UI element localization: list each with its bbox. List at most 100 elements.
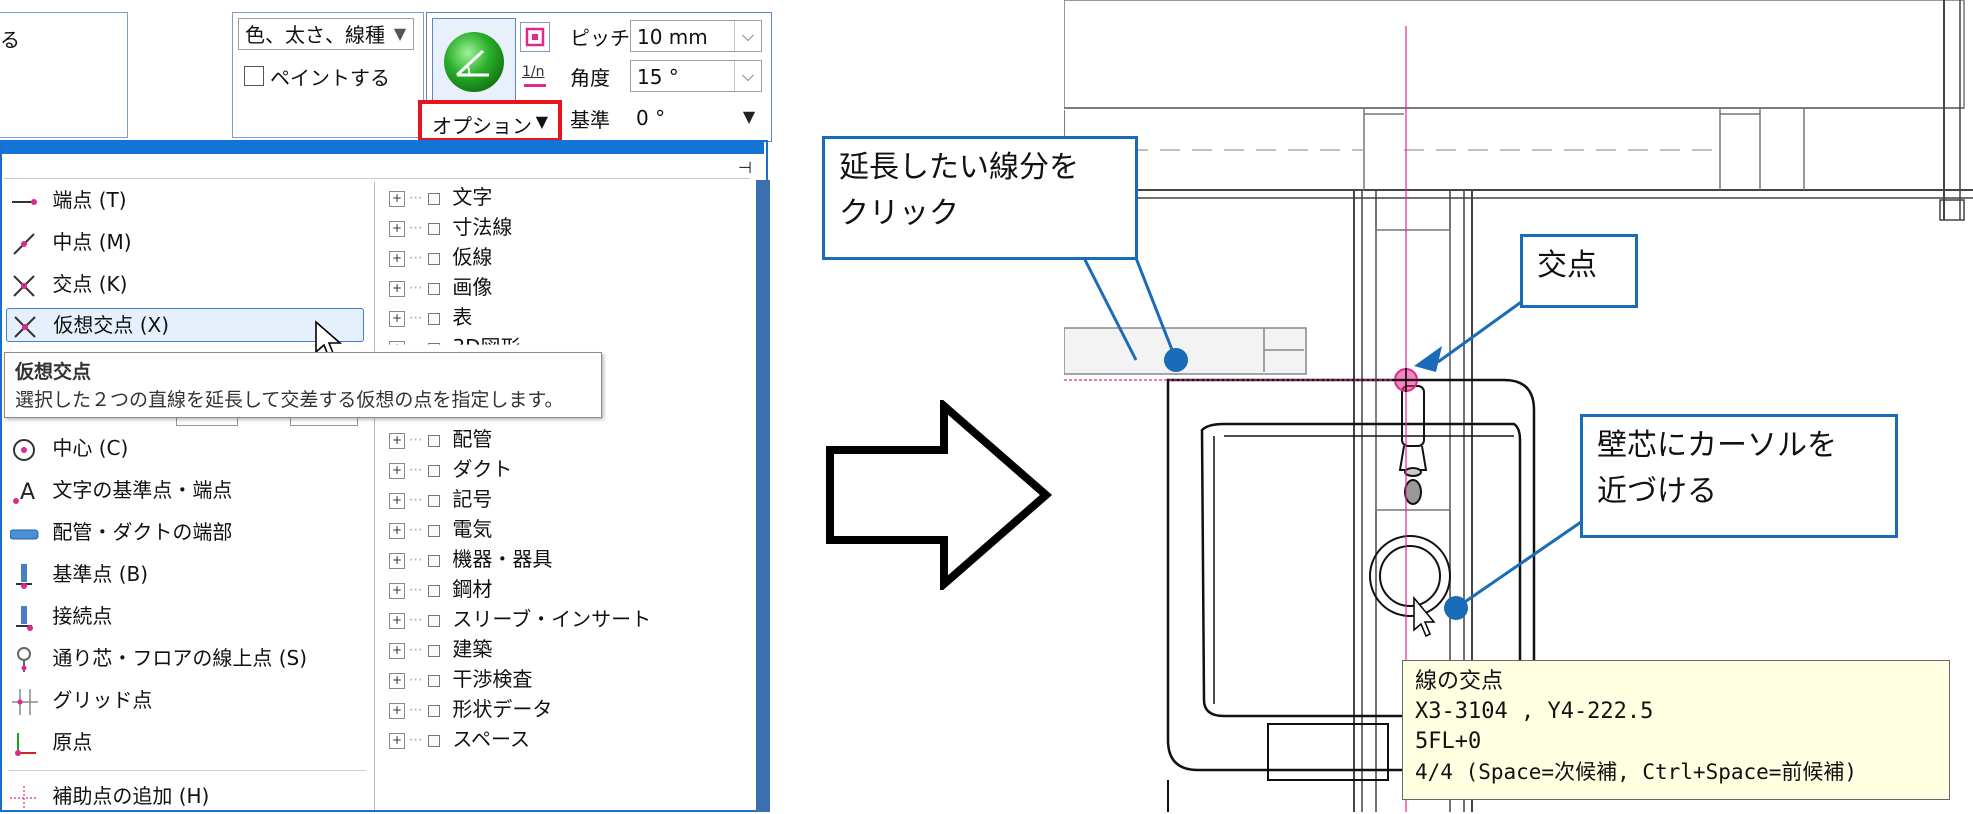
tree-item[interactable]: +···配管 xyxy=(389,424,492,456)
tree-item-label: スペース xyxy=(452,727,530,751)
layer-checkbox[interactable] xyxy=(428,434,441,447)
expand-icon[interactable]: + xyxy=(389,280,405,297)
layer-checkbox[interactable] xyxy=(428,312,441,325)
tree-item[interactable]: +···表 xyxy=(389,302,472,334)
expand-icon[interactable]: + xyxy=(389,672,405,689)
snap-item-label: 端点 (T) xyxy=(52,188,127,212)
expand-icon[interactable]: + xyxy=(389,250,405,267)
expand-icon[interactable]: + xyxy=(389,582,405,599)
angle-combo[interactable]: 15 ° ⌵ xyxy=(630,60,762,92)
expand-icon[interactable]: + xyxy=(389,462,405,479)
tree-item[interactable]: +···鋼材 xyxy=(389,574,492,606)
snap-item-text-point[interactable]: A 文字の基準点・端点 xyxy=(10,472,366,508)
angle-label: 角度 xyxy=(570,66,610,90)
expand-icon[interactable]: + xyxy=(389,220,405,237)
tree-item[interactable]: +···3D図形 xyxy=(389,332,520,345)
tree-item[interactable]: + ··· 形状データ xyxy=(389,694,552,726)
angle-mode-button[interactable] xyxy=(432,18,516,102)
tree-item[interactable]: +···記号 xyxy=(389,484,492,516)
tree-item-label: 形状データ xyxy=(452,697,553,721)
expand-icon[interactable]: + xyxy=(389,612,405,629)
option-button[interactable]: オプション ▼ xyxy=(418,100,562,142)
tree-item[interactable]: +···仮線 xyxy=(389,242,492,274)
layer-checkbox[interactable] xyxy=(428,464,441,477)
tree-item[interactable]: +···画像 xyxy=(389,272,492,304)
tree-item[interactable]: +···干渉検査 xyxy=(389,664,532,696)
tree-item-label: 寸法線 xyxy=(452,215,513,239)
tooltip-title: 仮想交点 xyxy=(15,361,92,383)
tree-item[interactable]: +···ダクト xyxy=(389,454,512,486)
snap-item-origin[interactable]: 原点 xyxy=(10,724,366,760)
pin-icon[interactable]: ⊣ xyxy=(738,158,752,177)
grid-point-icon xyxy=(12,688,38,715)
expand-icon[interactable]: + xyxy=(389,642,405,659)
layer-checkbox[interactable] xyxy=(428,554,441,567)
partial-text: る xyxy=(0,28,20,52)
tree-connector: ··· xyxy=(409,612,423,629)
snap-item-grid-line-point[interactable]: 通り芯・フロアの線上点 (S) xyxy=(10,640,366,676)
expand-icon[interactable]: + xyxy=(389,340,405,345)
layer-checkbox[interactable] xyxy=(428,674,441,687)
expand-icon[interactable]: + xyxy=(389,552,405,569)
origin-icon xyxy=(15,732,36,756)
layer-checkbox[interactable] xyxy=(428,342,441,345)
layer-checkbox[interactable] xyxy=(428,644,441,657)
layer-checkbox[interactable] xyxy=(428,222,441,235)
base-combo[interactable]: 0 ° ▼ xyxy=(630,102,762,134)
paint-checkbox[interactable] xyxy=(244,66,264,86)
style-combo-value: 色、太さ、線種 xyxy=(245,23,385,47)
layer-checkbox[interactable] xyxy=(428,704,441,717)
add-aux-label: 補助点の追加 (H) xyxy=(52,784,210,808)
callout-cursor-wall-center: 壁芯にカーソルを 近づける xyxy=(1580,414,1898,538)
layer-checkbox[interactable] xyxy=(428,584,441,597)
snap-item-base-point[interactable]: 基準点 (B) xyxy=(10,556,366,592)
layer-checkbox[interactable] xyxy=(428,734,441,747)
tree-item[interactable]: +···機器・器具 xyxy=(389,544,552,576)
layer-checkbox[interactable] xyxy=(428,494,441,507)
add-aux-point-item[interactable]: 補助点の追加 (H) xyxy=(10,778,366,814)
snap-item-connection-point[interactable]: 接続点 xyxy=(10,598,366,634)
snap-item-pipe-end[interactable]: 配管・ダクトの端部 xyxy=(10,514,366,550)
snap-item-midpoint[interactable]: 中点 (M) xyxy=(10,224,366,260)
tree-connector: ··· xyxy=(409,220,423,237)
tree-item[interactable]: +···文字 xyxy=(389,182,492,214)
expand-icon[interactable]: + xyxy=(389,432,405,449)
endpoint-icon xyxy=(12,198,37,205)
snap-item-label: 仮想交点 (X) xyxy=(53,313,170,337)
chevron-down-icon: ⌵ xyxy=(734,21,761,51)
expand-icon[interactable]: + xyxy=(389,732,405,749)
tree-connector: ··· xyxy=(409,552,423,569)
expand-icon[interactable]: + xyxy=(389,522,405,539)
expand-icon[interactable]: + xyxy=(389,492,405,509)
tree-item-label: 画像 xyxy=(452,275,493,299)
snap-item-virtual-intersection[interactable]: 仮想交点 (X) xyxy=(6,308,364,342)
tree-item[interactable]: + ··· 寸法線 xyxy=(389,212,512,244)
snap-item-grid-point[interactable]: グリッド点 xyxy=(10,682,366,718)
layer-checkbox[interactable] xyxy=(428,252,441,265)
tree-item[interactable]: +···建築 xyxy=(389,634,492,666)
paint-checkbox-label: ペイントする xyxy=(270,66,390,90)
tree-item[interactable]: +···スペース xyxy=(389,724,530,756)
snap-item-intersection[interactable]: 交点 (K) xyxy=(10,266,366,302)
snap-toggle-button[interactable] xyxy=(520,22,550,52)
angle-value: 15 ° xyxy=(637,65,679,89)
style-combo[interactable]: 色、太さ、線種 ▼ xyxy=(238,18,414,50)
layer-checkbox[interactable] xyxy=(428,192,441,205)
layer-checkbox[interactable] xyxy=(428,282,441,295)
snap-item-endpoint[interactable]: 端点 (T) xyxy=(10,182,366,218)
layer-checkbox[interactable] xyxy=(428,524,441,537)
virtual-intersection-icon xyxy=(14,315,36,338)
layer-checkbox[interactable] xyxy=(428,614,441,627)
center-icon xyxy=(13,438,35,461)
tree-connector: ··· xyxy=(409,310,423,327)
tree-connector: ··· xyxy=(409,702,423,719)
tree-item[interactable]: +···電気 xyxy=(389,514,492,546)
tooltip-body: 選択した２つの直線を延長して交差する仮想の点を指定します。 xyxy=(15,389,564,411)
expand-icon[interactable]: + xyxy=(389,190,405,207)
expand-icon[interactable]: + xyxy=(389,310,405,327)
pitch-combo[interactable]: 10 mm ⌵ xyxy=(630,20,762,52)
snap-option-popup xyxy=(0,140,768,812)
expand-icon[interactable]: + xyxy=(389,702,405,719)
snap-item-center[interactable]: 中心 (C) xyxy=(10,430,366,466)
tree-item[interactable]: +···スリーブ・インサート xyxy=(389,604,651,636)
